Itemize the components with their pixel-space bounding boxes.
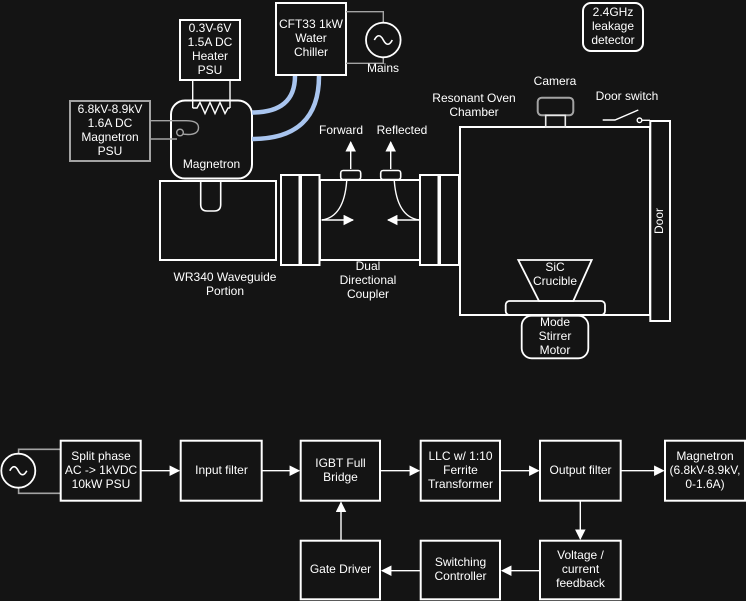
heater-resistor-symbol xyxy=(192,100,230,116)
coupler-curve-right xyxy=(393,180,420,221)
magnetron-body xyxy=(170,99,253,180)
door-switch-contact xyxy=(636,117,643,124)
gate-driver-box xyxy=(299,539,382,601)
mains-wires xyxy=(346,11,384,64)
door-panel xyxy=(649,120,671,322)
magnetron-load-box xyxy=(664,439,746,502)
waveguide-flange-1 xyxy=(280,174,301,266)
camera-body xyxy=(536,96,575,117)
mains-sine-icon xyxy=(373,34,394,46)
igbt-bridge-box xyxy=(299,439,382,502)
heater-wires xyxy=(192,80,231,108)
filament-leads xyxy=(150,120,186,140)
crucible-shape xyxy=(516,259,594,302)
ac-sine-icon xyxy=(9,465,28,476)
coupler-curve-left xyxy=(321,180,348,221)
filament-loop xyxy=(175,128,184,137)
magnetron-antenna-stub xyxy=(199,181,222,212)
coolant-hose-1 xyxy=(251,75,298,115)
ac-source xyxy=(0,452,37,489)
coupler-port-forward xyxy=(339,169,362,181)
feedback-box xyxy=(539,539,622,601)
magnetron-psu-box xyxy=(69,100,151,162)
filament-electrode xyxy=(183,120,200,136)
split-phase-psu-box xyxy=(59,439,142,502)
switching-controller-box xyxy=(419,539,502,601)
leakage-detector-box xyxy=(582,2,644,52)
output-filter-box xyxy=(539,439,622,502)
coupler-port-reflected xyxy=(379,169,402,181)
coolant-hose-2 xyxy=(251,75,322,142)
waveguide-flange-2 xyxy=(300,174,321,266)
stirrer-motor-box xyxy=(520,314,590,360)
waveguide-flange-4 xyxy=(439,174,460,266)
llc-transformer-box xyxy=(419,439,502,502)
camera-mount xyxy=(544,114,567,128)
waveguide-box xyxy=(159,180,277,261)
input-filter-box xyxy=(179,439,263,502)
heater-psu-box xyxy=(179,19,241,81)
mains-ac-source xyxy=(365,21,402,59)
waveguide-flange-3 xyxy=(419,174,440,266)
water-chiller-box xyxy=(275,2,347,76)
oven-chamber-box xyxy=(459,126,651,316)
ac-source-wires xyxy=(17,448,61,495)
door-switch-lever xyxy=(602,109,639,121)
stirrer-plate xyxy=(504,300,606,316)
